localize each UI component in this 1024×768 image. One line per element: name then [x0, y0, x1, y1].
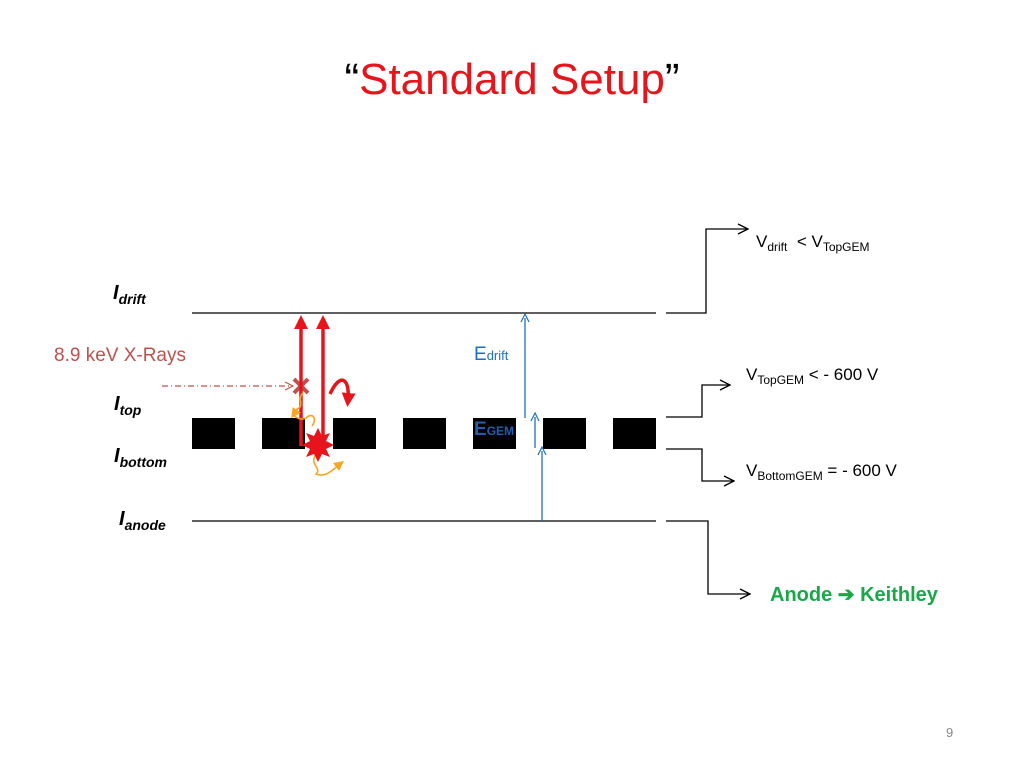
electron-path-lower — [313, 455, 344, 476]
drift-field-main: E — [474, 344, 487, 365]
title-close-quote: ” — [664, 55, 680, 104]
topgem-voltage-v: V — [746, 365, 758, 384]
gem-field-label: EGEM — [474, 419, 514, 441]
drift-voltage-sub2: TopGEM — [822, 240, 870, 254]
ion-curved-track — [328, 378, 356, 407]
title-open-quote: “ — [344, 55, 360, 104]
bottomgem-voltage-rest: = - 600 V — [822, 461, 897, 480]
current-bottom-sub: bottom — [119, 454, 167, 470]
drift-field-label: Edrift — [474, 344, 508, 366]
current-anode-label: Ianode — [119, 508, 166, 533]
gem-field-sub: GEM — [486, 424, 515, 438]
gem-foil — [192, 418, 656, 449]
drift-voltage-sub: drift — [767, 240, 788, 254]
topgem-voltage-wire — [666, 385, 730, 418]
electron-path-upper-tip — [291, 407, 301, 419]
current-top-sub: top — [119, 402, 142, 418]
drift-voltage-v: V — [756, 232, 768, 251]
title-text: Standard Setup — [359, 55, 665, 104]
anode-readout-label: Anode ➔ Keithley — [770, 582, 938, 607]
bottomgem-voltage-v: V — [746, 461, 758, 480]
arrow-right-icon: ➔ — [837, 584, 855, 606]
current-drift-label: Idrift — [113, 282, 146, 307]
current-drift-main: I — [113, 282, 119, 304]
current-anode-main: I — [119, 508, 125, 530]
drift-voltage-wire — [666, 229, 748, 314]
avalanche-burst-icon — [302, 428, 334, 462]
page-number: 9 — [946, 725, 954, 740]
drift-voltage-label: Vdrift < VTopGEM — [756, 232, 870, 254]
bottomgem-voltage-sub: BottomGEM — [757, 469, 823, 483]
current-anode-sub: anode — [124, 517, 166, 533]
bottomgem-voltage-wire — [666, 448, 734, 481]
xray-label: 8.9 keV X-Rays — [54, 345, 186, 366]
current-top-main: I — [114, 393, 120, 415]
bottomgem-voltage-label: VBottomGEM = - 600 V — [746, 461, 897, 483]
anode-readout-left: Anode — [770, 584, 833, 606]
topgem-voltage-sub: TopGEM — [757, 373, 805, 387]
gem-field-main: E — [474, 419, 487, 440]
drift-field-sub: drift — [486, 348, 509, 363]
drift-voltage-op: < V — [796, 232, 823, 251]
current-bottom-main: I — [114, 445, 120, 467]
anode-wire — [666, 520, 750, 594]
current-drift-sub: drift — [118, 291, 146, 307]
current-bottom-label: Ibottom — [114, 445, 167, 470]
current-top-label: Itop — [114, 393, 141, 418]
topgem-voltage-label: VTopGEM < - 600 V — [746, 365, 878, 387]
anode-readout-right: Keithley — [860, 584, 938, 606]
slide-title: “Standard Setup” — [0, 52, 1024, 108]
topgem-voltage-rest: < - 600 V — [804, 365, 879, 384]
